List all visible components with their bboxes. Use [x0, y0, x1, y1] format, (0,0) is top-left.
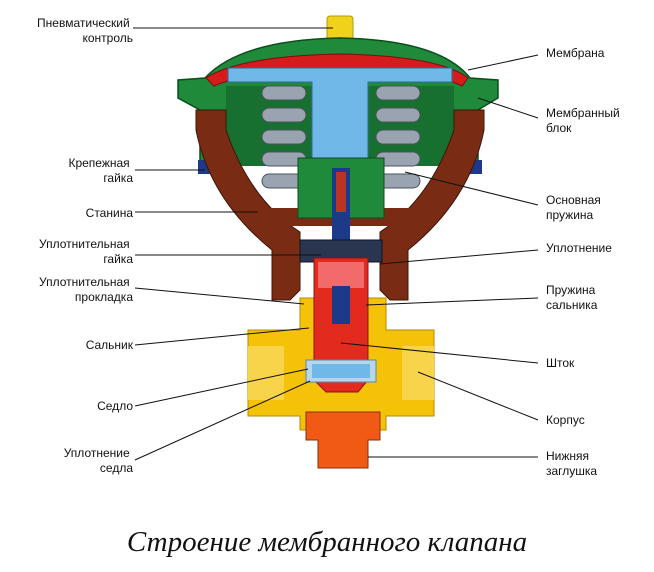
leader-gland	[134, 327, 310, 346]
label-mounting-nut: Крепежная гайка	[68, 156, 133, 185]
bottom-plug	[305, 411, 381, 469]
label-gland: Сальник	[86, 338, 134, 352]
leader-gland-spring	[365, 297, 539, 306]
main-spring-right	[375, 85, 421, 189]
leader-membrane	[467, 54, 539, 71]
body-port-left	[248, 346, 284, 400]
label-seat-seal: Уплотнение седла	[64, 446, 134, 475]
diagram-caption: Строение мембранного клапана	[127, 526, 527, 558]
label-membrane: Мембрана	[546, 46, 605, 60]
label-frame: Станина	[86, 206, 134, 220]
leader-main-spring	[404, 171, 539, 206]
label-membrane-block: Мембранный блок	[546, 106, 623, 135]
label-main-spring: Основная пружина	[546, 193, 604, 222]
leader-sealing-gasket	[134, 287, 305, 305]
label-seat: Седло	[97, 399, 133, 413]
leader-membrane-block	[477, 97, 539, 119]
valve-illustration	[177, 15, 499, 469]
stem-inner	[332, 286, 350, 324]
frame-right	[379, 109, 485, 301]
leader-seat-seal	[134, 380, 311, 461]
leader-seal	[379, 249, 539, 265]
label-sealing-nut: Уплотнительная гайка	[39, 237, 133, 266]
label-seal: Уплотнение	[546, 241, 612, 255]
label-pneumatic-control: Пневматический контроль	[37, 16, 133, 45]
seat-seal	[312, 364, 370, 378]
label-gland-spring: Пружина сальника	[546, 283, 599, 312]
body-port-right	[402, 346, 434, 400]
label-bottom-plug: Нижняя заглушка	[546, 449, 597, 478]
stem-thread	[336, 172, 346, 212]
label-stem: Шток	[546, 356, 575, 370]
gland-packing	[318, 262, 364, 288]
frame	[195, 109, 301, 301]
labels-right: Мембрана Мембранный блок Основная пружин…	[546, 46, 623, 478]
labels-left: Пневматический контроль Крепежная гайка …	[37, 16, 134, 475]
label-sealing-gasket: Уплотнительная прокладка	[39, 275, 133, 304]
leader-lines	[133, 27, 539, 461]
label-body: Корпус	[546, 413, 585, 427]
leader-seat	[134, 368, 309, 407]
leader-stem	[340, 342, 539, 364]
leader-body	[417, 371, 539, 421]
